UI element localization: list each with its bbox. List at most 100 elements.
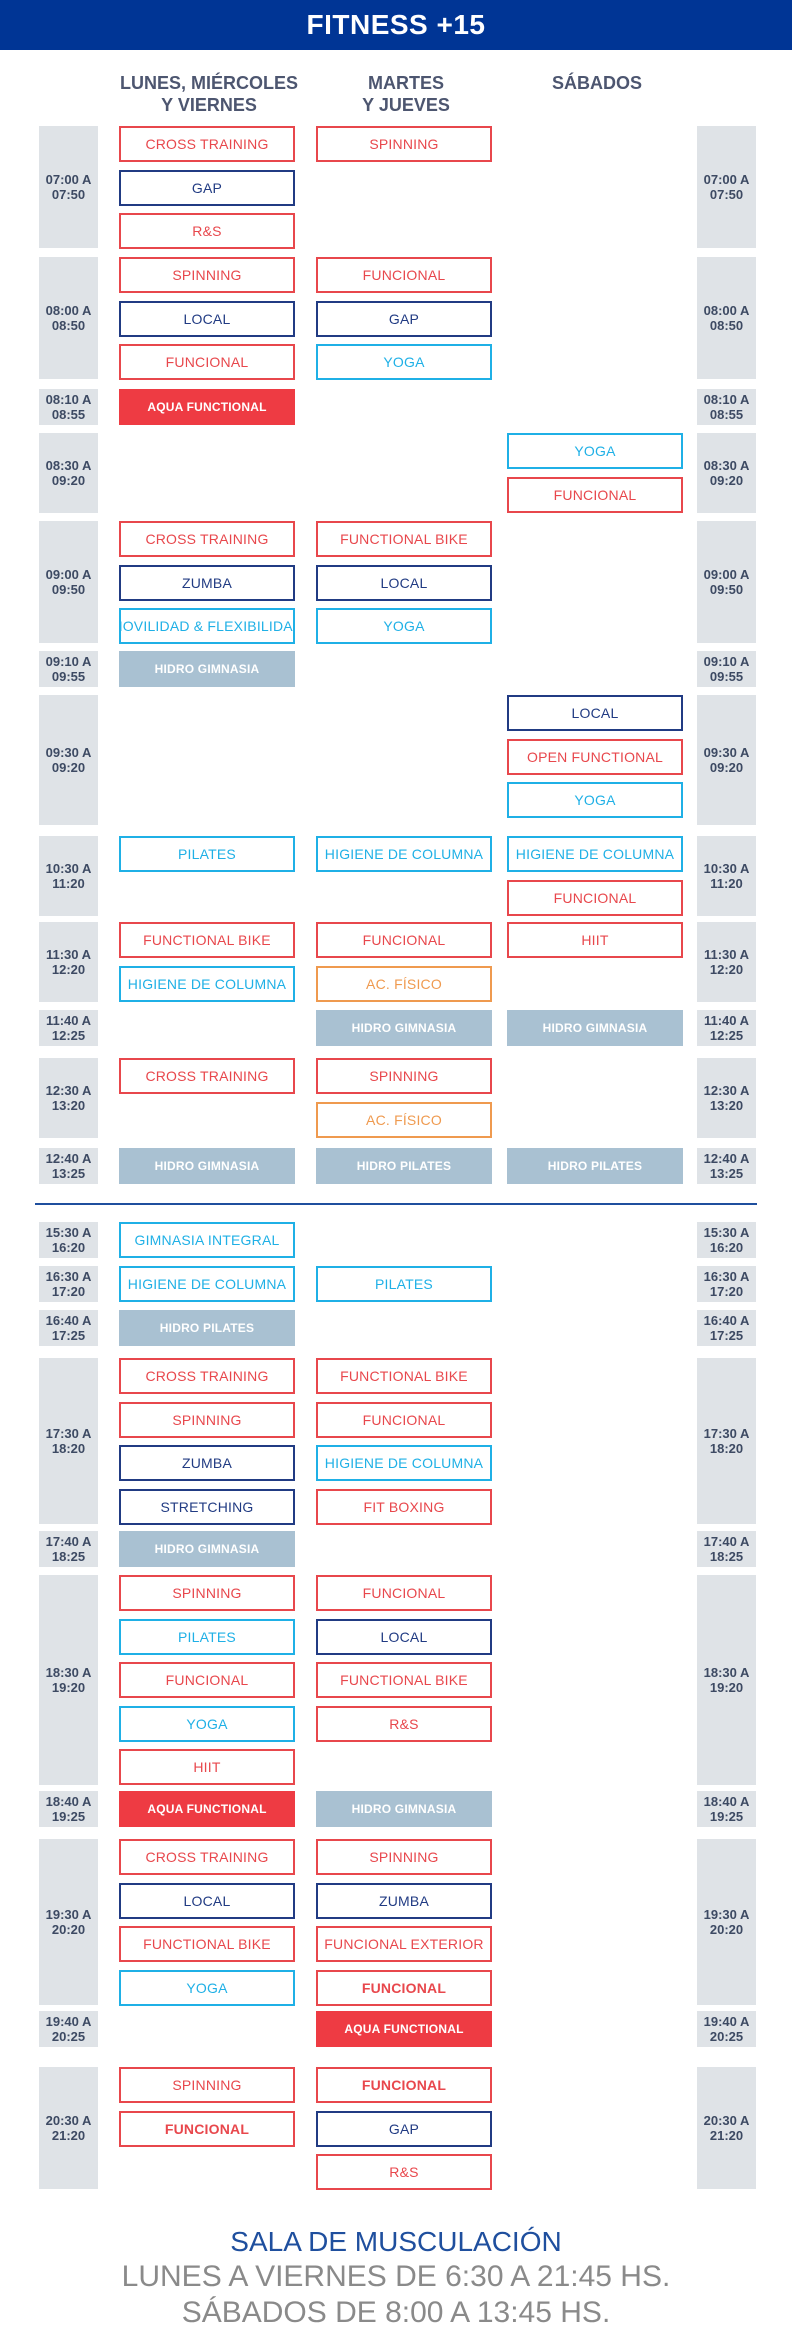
class-item: CROSS TRAINING	[119, 1358, 295, 1394]
class-item: SPINNING	[316, 1839, 492, 1875]
time-label-line: 09:00 A	[45, 567, 92, 582]
class-item: CROSS TRAINING	[119, 1058, 295, 1094]
class-item: FUNCTIONAL BIKE	[316, 1662, 492, 1698]
weekday-hours: LUNES A VIERNES DE 6:30 A 21:45 HS.	[121, 2260, 671, 2293]
class-item: AC. FÍSICO	[316, 966, 492, 1002]
time-label-line: 18:40 A	[703, 1794, 750, 1809]
class-item: FUNCTIONAL BIKE	[119, 922, 295, 958]
time-label-line: 12:25	[51, 1028, 86, 1043]
time-label-line: 18:20	[709, 1441, 744, 1456]
class-item: PILATES	[119, 836, 295, 872]
time-label-line: 10:30 A	[703, 861, 750, 876]
class-item: ZUMBA	[119, 565, 295, 601]
time-label-line: 12:30 A	[45, 1083, 92, 1098]
time-label-line: 17:20	[709, 1284, 744, 1299]
class-item: HIGIENE DE COLUMNA	[316, 1445, 492, 1481]
time-label-line: 09:20	[51, 473, 86, 488]
class-item: LOCAL	[316, 1619, 492, 1655]
class-item: SPINNING	[119, 257, 295, 293]
class-item: FUNCTIONAL BIKE	[316, 521, 492, 557]
class-item: STRETCHING	[119, 1489, 295, 1525]
class-item: HIIT	[507, 922, 683, 958]
footer: SALA DE MUSCULACIÓN LUNES A VIERNES DE 6…	[0, 2225, 792, 2331]
class-item: FUNCIONAL	[119, 2111, 295, 2147]
time-label-line: 09:10 A	[45, 654, 92, 669]
class-item: FUNCIONAL EXTERIOR	[316, 1926, 492, 1962]
time-label-line: 08:00 A	[703, 303, 750, 318]
time-label-line: 16:30 A	[703, 1269, 750, 1284]
page-title: FITNESS +15	[306, 9, 486, 40]
time-label-line: 07:50	[51, 187, 86, 202]
time-label-line: 11:30 A	[703, 947, 750, 962]
time-label-line: 08:50	[51, 318, 86, 333]
time-label-line: 18:30 A	[703, 1665, 750, 1680]
class-item: HIDRO GIMNASIA	[119, 1531, 295, 1567]
time-label-line: 08:55	[709, 407, 744, 422]
class-item: CROSS TRAINING	[119, 521, 295, 557]
class-item: PILATES	[316, 1266, 492, 1302]
time-label-line: 09:00 A	[703, 567, 750, 582]
class-item: SPINNING	[119, 1402, 295, 1438]
class-item: R&S	[316, 1706, 492, 1742]
class-item: FUNCIONAL	[316, 1970, 492, 2006]
column-header-line: Y JUEVES	[362, 95, 450, 115]
time-label-line: 17:20	[51, 1284, 86, 1299]
time-label-line: 08:30 A	[703, 458, 750, 473]
time-label-line: 19:20	[709, 1680, 744, 1695]
class-item: FUNCTIONAL BIKE	[316, 1358, 492, 1394]
time-label-line: 18:30 A	[45, 1665, 92, 1680]
class-item: FIT BOXING	[316, 1489, 492, 1525]
time-label-line: 11:20	[52, 876, 85, 891]
class-item: LOCAL	[507, 695, 683, 731]
time-label-line: 18:25	[51, 1549, 86, 1564]
time-label-line: 15:30 A	[703, 1225, 750, 1240]
time-label-line: 09:20	[709, 473, 744, 488]
time-label-line: 19:25	[709, 1809, 744, 1824]
class-item: FUNCTIONAL BIKE	[119, 1926, 295, 1962]
class-item: FUNCIONAL	[316, 2067, 492, 2103]
time-label-line: 16:30 A	[45, 1269, 92, 1284]
class-item: LOCAL	[119, 1883, 295, 1919]
time-label-line: 10:30 A	[45, 861, 92, 876]
saturday-hours: SÁBADOS DE 8:00 A 13:45 HS.	[181, 2296, 611, 2329]
class-item: ZUMBA	[316, 1883, 492, 1919]
time-label-line: 21:20	[709, 2128, 744, 2143]
time-label-line: 09:55	[709, 669, 744, 684]
time-label-line: 12:40 A	[703, 1151, 750, 1166]
time-label-line: 08:10 A	[703, 392, 750, 407]
class-item: R&S	[119, 213, 295, 249]
